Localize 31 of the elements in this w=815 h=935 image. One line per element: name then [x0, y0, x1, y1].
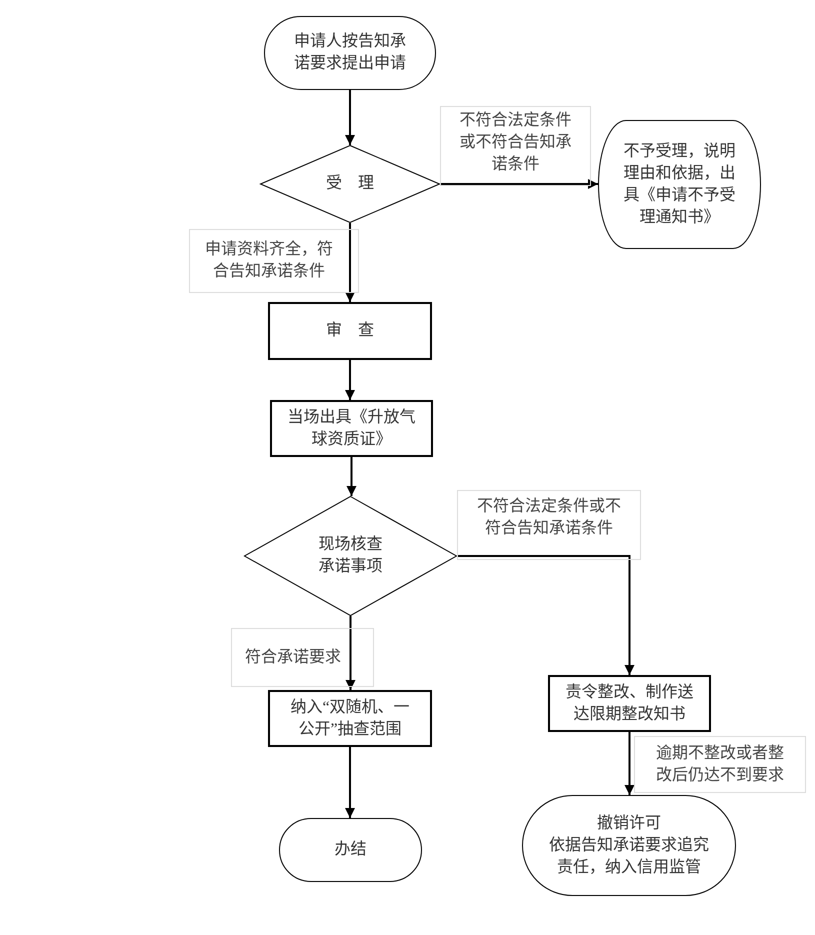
edge-label: 符合承诺要求	[231, 628, 374, 687]
arrow	[346, 457, 356, 496]
node-text: 依据告知承诺要求追究责任，纳入信用监管	[548, 835, 710, 878]
process-box	[548, 675, 711, 732]
node-text: 受 理	[326, 174, 374, 194]
node-text: 纳入“双随机、一公开”抽查范围	[289, 697, 411, 740]
arrow	[624, 732, 634, 795]
node-text: 审 查	[326, 320, 374, 341]
decision-diamond	[244, 496, 457, 616]
node-text: 不予受理，说明理由和依据，出具《申请不予受理通知书》	[622, 142, 736, 228]
arrow	[345, 360, 355, 400]
node-text: 申请人按告知承诺要求提出申请	[293, 31, 407, 74]
node-text: 撤销许可	[597, 813, 661, 834]
node-text: 责令整改、制作送达限期整改知书	[564, 682, 694, 724]
process-box	[270, 400, 433, 457]
decision-diamond	[260, 145, 440, 223]
arrow	[345, 747, 355, 818]
process-box	[268, 690, 432, 747]
edge-label: 不符合法定条件或不符合告知承诺条件	[440, 106, 591, 186]
node-text: 现场核查承诺事项	[318, 534, 384, 577]
arrow	[457, 555, 634, 675]
process-box	[268, 302, 432, 360]
node-text: 当场出具《升放气球资质证》	[286, 407, 416, 450]
arrow	[346, 616, 356, 690]
arrow	[345, 223, 355, 302]
edge-label: 申请资料齐全，符合告知承诺条件	[189, 229, 359, 293]
node-text: 办结	[334, 839, 366, 860]
arrow	[345, 90, 355, 145]
edge-label: 不符合法定条件或不符合告知承诺条件	[457, 490, 641, 560]
edge-label: 逾期不整改或者整改后仍达不到要求	[634, 736, 806, 793]
arrow	[440, 179, 598, 189]
